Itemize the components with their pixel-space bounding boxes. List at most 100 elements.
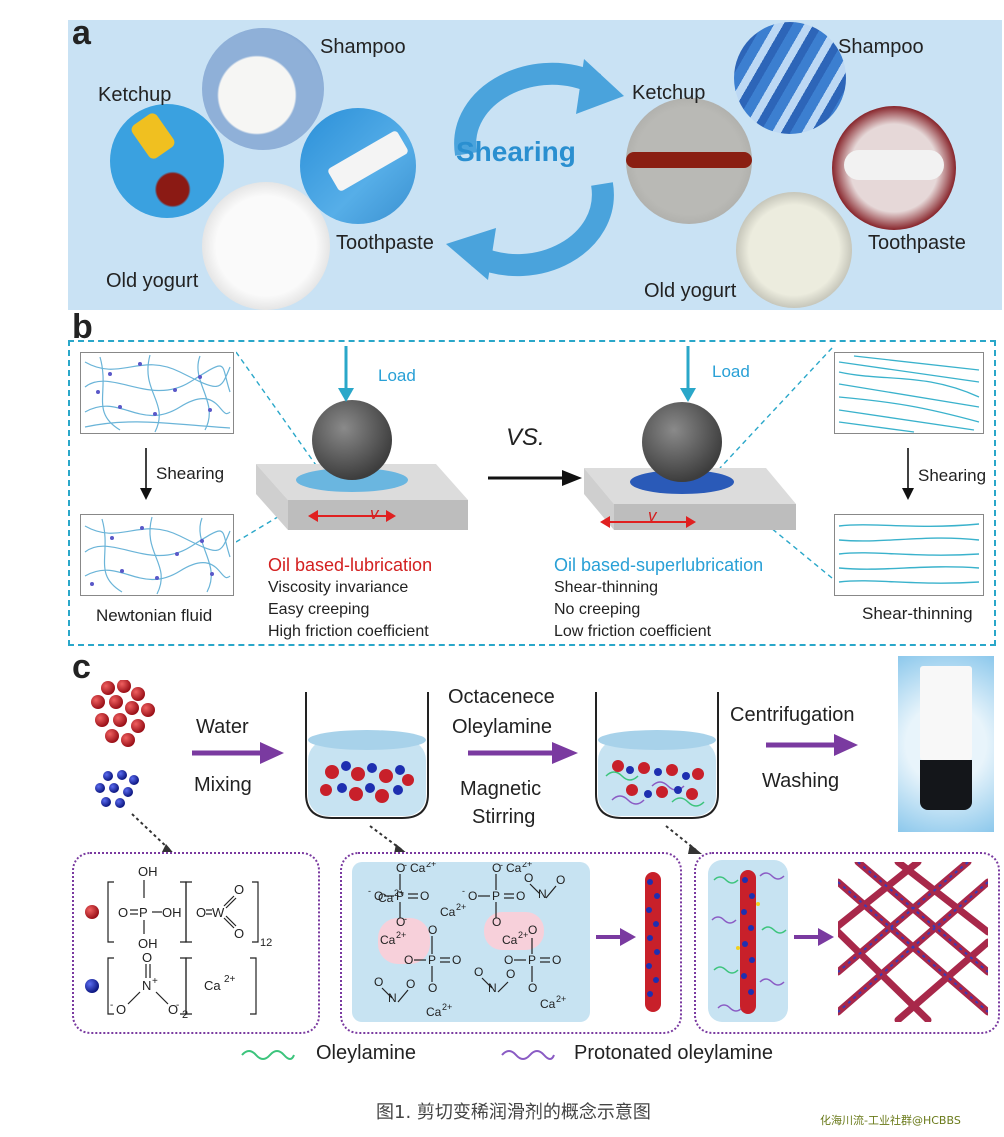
shearing-label-left: Shearing: [156, 464, 225, 483]
svg-text:P: P: [139, 905, 148, 920]
step-centrifugation-label: Centrifugation: [730, 704, 855, 726]
legend-oleylamine-swatch: [241, 1050, 295, 1060]
label-shampoo-right: Shampoo: [838, 36, 924, 58]
svg-text:OH: OH: [162, 905, 182, 920]
yogurt-photo-right: [736, 192, 852, 308]
svg-text:O: O: [196, 905, 206, 920]
svg-text:-: -: [368, 886, 371, 896]
label-shampoo-left: Shampoo: [320, 36, 406, 58]
legend-protonated-label: Protonated oleylamine: [574, 1042, 774, 1064]
velocity-label-right: v: [648, 506, 657, 525]
svg-text:2+: 2+: [394, 888, 404, 898]
svg-text:-: -: [462, 886, 465, 896]
panel-a-letter: a: [72, 14, 91, 52]
svg-text:12: 12: [260, 937, 272, 949]
svg-text:Ca: Ca: [410, 862, 426, 875]
shearing-arrow-left: [140, 448, 152, 500]
svg-text:O: O: [428, 981, 437, 995]
arrow-to-nanowire: [596, 928, 636, 946]
legend-protonated-swatch: [501, 1050, 555, 1060]
svg-text:Ca: Ca: [506, 862, 522, 875]
shearing-title: Shearing: [456, 136, 576, 167]
label-toothpaste-right: Toothpaste: [868, 232, 966, 254]
oil-lubrication-title: Oil based-lubrication: [268, 555, 433, 575]
step-magnetic-label: Magnetic: [460, 778, 542, 800]
svg-text:N: N: [488, 981, 497, 995]
svg-text:O: O: [528, 923, 537, 937]
svg-text:OH: OH: [138, 864, 158, 879]
svg-text:O: O: [492, 915, 501, 929]
svg-text:O: O: [552, 953, 561, 967]
svg-text:O: O: [556, 873, 565, 887]
ketchup-photo-right: [626, 98, 752, 224]
svg-text:2+: 2+: [518, 930, 528, 940]
network-newtonian-top: [80, 352, 234, 434]
svg-text:O: O: [506, 967, 515, 981]
svg-text:O: O: [234, 882, 244, 897]
label-ketchup-right: Ketchup: [632, 82, 706, 104]
svg-text:O: O: [404, 953, 413, 967]
svg-text:Ca: Ca: [440, 905, 456, 919]
svg-text:+: +: [152, 976, 158, 987]
svg-text:N: N: [538, 887, 547, 901]
svg-text:-: -: [404, 862, 407, 870]
arrow-step-2: [468, 742, 578, 764]
toothpaste-photo-right: [832, 106, 956, 230]
beaker-stirring: [595, 692, 719, 819]
svg-text:O: O: [234, 926, 244, 941]
ca-highlight-1: [378, 918, 430, 964]
svg-text:O: O: [468, 889, 477, 903]
svg-text:O: O: [374, 889, 383, 903]
superlubrication-line-2: No creeping: [554, 601, 641, 618]
panel-b-letter: b: [72, 308, 93, 346]
label-yogurt-right: Old yogurt: [644, 280, 737, 302]
svg-text:O: O: [396, 915, 405, 929]
svg-text:O: O: [516, 889, 525, 903]
svg-text:O: O: [504, 953, 513, 967]
oil-lubrication-line-2: Easy creeping: [268, 601, 370, 618]
legend-oleylamine-label: Oleylamine: [316, 1042, 417, 1064]
velocity-label-left: v: [370, 504, 379, 523]
svg-text:O: O: [406, 977, 415, 991]
svg-text:N: N: [388, 991, 397, 1005]
shearing-arrow-right: [902, 448, 914, 500]
watermark: 化海川流-工业社群@HCBBS: [820, 1114, 961, 1127]
vs-label: VS.: [506, 424, 545, 451]
nanowire-network: [838, 862, 988, 1022]
blue-spheres-cluster: [95, 770, 139, 808]
shearing-cycle-arrows: [446, 59, 624, 280]
svg-text:O: O: [524, 871, 533, 885]
svg-text:Ca: Ca: [540, 997, 556, 1011]
shampoo-photo-right: [734, 22, 846, 134]
svg-text:2+: 2+: [442, 1002, 452, 1012]
beaker-mixing: [305, 692, 429, 819]
step-washing-label: Washing: [762, 770, 840, 792]
label-ketchup-left: Ketchup: [98, 84, 172, 106]
svg-text:Ca: Ca: [378, 891, 394, 905]
svg-text:O: O: [116, 1002, 126, 1017]
shampoo-photo-left: [202, 28, 324, 150]
superlubrication-title: Oil based-superlubrication: [554, 555, 764, 575]
svg-text:O: O: [142, 950, 152, 965]
step-oleylamine-label: Oleylamine: [452, 716, 553, 738]
shear-thinning-caption: Shear-thinning: [862, 604, 973, 623]
vs-arrow: [488, 470, 582, 486]
oil-lubrication-line-1: Viscosity invariance: [268, 579, 409, 596]
network-shear-bottom: [834, 514, 984, 596]
ca-highlight-2: [484, 912, 544, 950]
tribology-left: [236, 346, 468, 543]
svg-text:P: P: [428, 953, 436, 967]
svg-text:2+: 2+: [456, 902, 466, 912]
figure-caption: 图1. 剪切变稀润滑剂的概念示意图: [376, 1102, 651, 1123]
yogurt-photo-left: [202, 182, 330, 310]
arrow-to-network: [794, 928, 834, 946]
step-water-label: Water: [196, 716, 249, 738]
toothpaste-photo-left: [300, 108, 416, 224]
svg-text:Ca: Ca: [502, 933, 518, 947]
oil-lubrication-line-3: High friction coefficient: [268, 623, 429, 640]
superlubrication-line-1: Shear-thinning: [554, 579, 659, 596]
svg-text:-: -: [176, 1000, 179, 1011]
svg-text:P: P: [396, 889, 404, 903]
svg-text:2+: 2+: [396, 930, 406, 940]
